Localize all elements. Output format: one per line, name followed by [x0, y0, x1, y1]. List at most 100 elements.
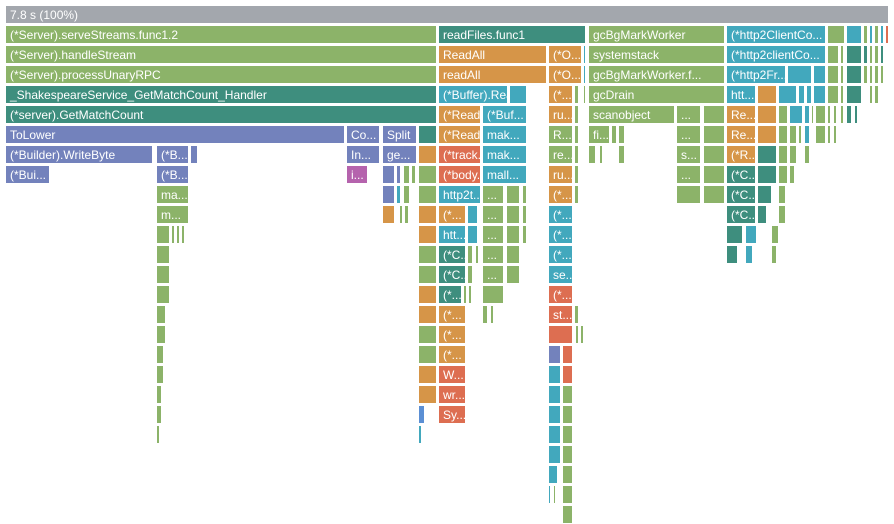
- flame-frame[interactable]: (*...: [548, 85, 573, 104]
- flame-frame[interactable]: ...: [482, 225, 504, 244]
- flame-frame[interactable]: W...: [438, 365, 466, 384]
- flame-frame-unlabeled[interactable]: [789, 125, 797, 144]
- flame-frame-unlabeled[interactable]: [833, 125, 837, 144]
- flame-frame-unlabeled[interactable]: [418, 305, 437, 324]
- flame-frame[interactable]: (*body...: [438, 165, 481, 184]
- flame-frame-unlabeled[interactable]: [506, 205, 520, 224]
- flame-frame-unlabeled[interactable]: [815, 105, 826, 124]
- flame-frame-unlabeled[interactable]: [703, 105, 725, 124]
- flame-frame[interactable]: ...: [482, 185, 504, 204]
- flame-frame-unlabeled[interactable]: [869, 65, 873, 84]
- flame-frame-unlabeled[interactable]: [588, 145, 596, 164]
- flame-frame-unlabeled[interactable]: [404, 205, 409, 224]
- flame-frame-unlabeled[interactable]: [156, 305, 166, 324]
- flame-frame[interactable]: _ShakespeareService_GetMatchCount_Handle…: [5, 85, 437, 104]
- flame-frame-unlabeled[interactable]: [703, 125, 725, 144]
- flame-frame[interactable]: (*...: [438, 305, 466, 324]
- flame-frame-unlabeled[interactable]: [618, 125, 625, 144]
- flame-frame-unlabeled[interactable]: [156, 405, 162, 424]
- flame-frame-unlabeled[interactable]: [548, 445, 561, 464]
- flame-frame[interactable]: (*...: [548, 225, 573, 244]
- flame-frame-unlabeled[interactable]: [869, 25, 873, 44]
- flame-frame-unlabeled[interactable]: [382, 185, 395, 204]
- flame-frame-unlabeled[interactable]: [869, 45, 873, 64]
- flame-frame-unlabeled[interactable]: [827, 65, 839, 84]
- flame-frame-unlabeled[interactable]: [804, 105, 810, 124]
- flame-frame-unlabeled[interactable]: [840, 105, 844, 124]
- flame-frame[interactable]: m...: [156, 205, 189, 224]
- flame-frame[interactable]: (*Builder).WriteByte: [5, 145, 153, 164]
- flame-frame-unlabeled[interactable]: [726, 225, 743, 244]
- flame-frame[interactable]: ReadAll: [438, 45, 547, 64]
- flame-frame[interactable]: (*http2ClientCo...: [726, 25, 826, 44]
- flame-frame-unlabeled[interactable]: [562, 365, 573, 384]
- flame-frame-unlabeled[interactable]: [562, 445, 573, 464]
- flame-frame[interactable]: (*Read...: [438, 105, 481, 124]
- flame-frame-unlabeled[interactable]: [874, 25, 879, 44]
- flame-frame-unlabeled[interactable]: [156, 225, 170, 244]
- flame-frame[interactable]: ru...: [548, 165, 573, 184]
- flame-frame-unlabeled[interactable]: [548, 325, 573, 344]
- flame-frame-unlabeled[interactable]: [418, 385, 437, 404]
- flame-frame[interactable]: se...: [548, 265, 573, 284]
- flame-frame-unlabeled[interactable]: [562, 505, 573, 524]
- flame-frame[interactable]: mak...: [482, 125, 527, 144]
- flame-frame-unlabeled[interactable]: [418, 145, 437, 164]
- flame-frame[interactable]: ge...: [382, 145, 417, 164]
- flame-frame[interactable]: (*C...: [438, 265, 466, 284]
- flame-frame[interactable]: (*Bui...: [5, 165, 50, 184]
- flame-frame[interactable]: Split: [382, 125, 417, 144]
- flame-frame-unlabeled[interactable]: [509, 85, 527, 104]
- flame-frame-unlabeled[interactable]: [382, 165, 395, 184]
- flame-frame[interactable]: i...: [346, 165, 368, 184]
- flame-frame[interactable]: (*Buffer).ReadF...: [438, 85, 508, 104]
- flame-frame-unlabeled[interactable]: [863, 25, 868, 44]
- flame-frame-unlabeled[interactable]: [418, 245, 437, 264]
- flame-frame-unlabeled[interactable]: [396, 165, 401, 184]
- flame-frame-unlabeled[interactable]: [574, 305, 579, 324]
- flame-frame[interactable]: gcBgMarkWorker.f...: [588, 65, 725, 84]
- flame-frame[interactable]: scanobject: [588, 105, 675, 124]
- flame-frame-unlabeled[interactable]: [789, 105, 803, 124]
- flame-frame-unlabeled[interactable]: [778, 165, 788, 184]
- flame-frame-unlabeled[interactable]: [482, 305, 488, 324]
- flame-frame-unlabeled[interactable]: [580, 325, 584, 344]
- flame-frame-unlabeled[interactable]: [757, 105, 777, 124]
- flame-frame-unlabeled[interactable]: [811, 105, 814, 124]
- flame-frame-unlabeled[interactable]: [778, 85, 797, 104]
- flame-frame-unlabeled[interactable]: [874, 85, 879, 104]
- flame-frame-unlabeled[interactable]: [418, 185, 437, 204]
- flame-frame-unlabeled[interactable]: [846, 65, 862, 84]
- flame-frame-unlabeled[interactable]: [745, 245, 753, 264]
- flame-frame[interactable]: (*...: [438, 325, 466, 344]
- flame-frame[interactable]: gcBgMarkWorker: [588, 25, 725, 44]
- flame-frame-unlabeled[interactable]: [846, 105, 852, 124]
- flame-frame-unlabeled[interactable]: [190, 145, 198, 164]
- flame-frame-unlabeled[interactable]: [840, 65, 844, 84]
- flame-frame-unlabeled[interactable]: [846, 85, 862, 104]
- flame-frame-unlabeled[interactable]: [827, 125, 831, 144]
- flame-frame-unlabeled[interactable]: [599, 145, 603, 164]
- flame-frame-unlabeled[interactable]: [778, 185, 786, 204]
- flame-frame-unlabeled[interactable]: [574, 145, 579, 164]
- flame-frame-unlabeled[interactable]: [703, 145, 725, 164]
- flame-frame-unlabeled[interactable]: [840, 85, 844, 104]
- flame-frame-unlabeled[interactable]: [575, 325, 579, 344]
- flame-root-frame[interactable]: 7.8 s (100%): [5, 5, 889, 24]
- flame-frame[interactable]: ru...: [548, 105, 573, 124]
- flame-frame[interactable]: Sy...: [438, 405, 466, 424]
- flame-frame[interactable]: (*...: [438, 285, 462, 304]
- flame-frame-unlabeled[interactable]: [703, 165, 725, 184]
- flame-frame[interactable]: ...: [482, 265, 504, 284]
- flame-frame[interactable]: (*http2Fr...: [726, 65, 786, 84]
- flame-frame-unlabeled[interactable]: [467, 205, 478, 224]
- flame-frame[interactable]: Re...: [726, 105, 756, 124]
- flame-frame-unlabeled[interactable]: [548, 425, 561, 444]
- flame-frame-unlabeled[interactable]: [778, 125, 788, 144]
- flame-frame-unlabeled[interactable]: [156, 325, 166, 344]
- flame-frame-unlabeled[interactable]: [548, 345, 561, 364]
- flame-frame[interactable]: re...: [548, 145, 573, 164]
- flame-frame-unlabeled[interactable]: [396, 185, 401, 204]
- flame-frame-unlabeled[interactable]: [463, 285, 467, 304]
- flame-frame-unlabeled[interactable]: [815, 125, 826, 144]
